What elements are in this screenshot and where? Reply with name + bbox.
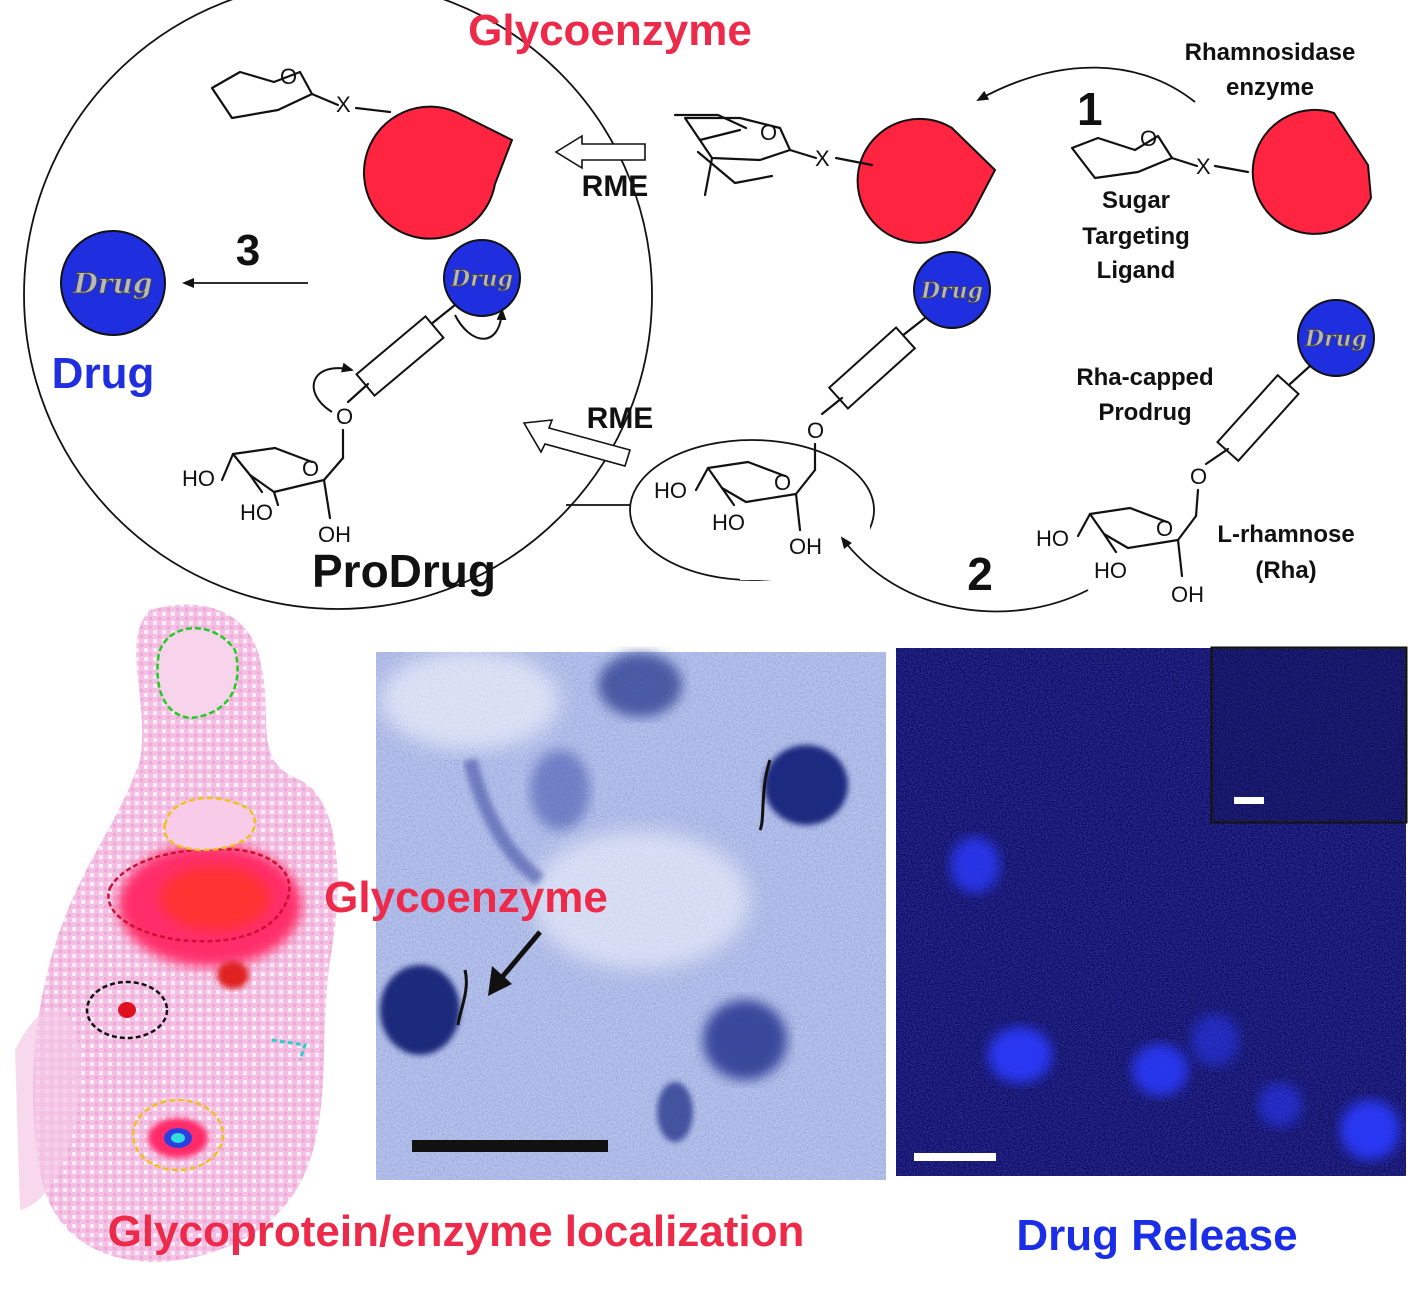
l-rhamnose-label: L-rhamnose — [1217, 521, 1354, 548]
glycoenzyme-title: Glycoenzyme — [468, 6, 752, 55]
svg-text:Drug: Drug — [920, 278, 983, 304]
caption-drug-release: Drug Release — [1016, 1211, 1297, 1260]
rme-arrow-bottom — [522, 419, 632, 467]
sugar-ring-right: O X — [1070, 126, 1250, 180]
svg-text:O: O — [807, 418, 824, 443]
cell-membrane — [23, 0, 653, 610]
sugar-ring-inside: O X — [210, 64, 392, 120]
glycoenzyme-micro-label: Glycoenzyme — [324, 873, 608, 922]
glycoenzyme-pacman-inside — [363, 105, 514, 240]
svg-text:HO: HO — [1094, 558, 1127, 583]
svg-text:X: X — [336, 92, 351, 117]
released-drug-sphere — [60, 230, 166, 336]
rme-arrow-top — [554, 134, 646, 170]
rha-capped-prodrug: Drug O O HO HO OH — [1036, 299, 1375, 607]
rhamnosidase-pacman — [1251, 108, 1373, 235]
svg-text:HO: HO — [712, 510, 745, 535]
microscopy-image — [376, 650, 886, 1180]
sugar-label: Sugar — [1102, 187, 1170, 214]
prodrug-word-label: Prodrug — [1098, 399, 1191, 426]
step-1-arrow — [976, 66, 1196, 103]
rhamnosidase-label: Rhamnosidase — [1185, 39, 1356, 66]
ligand-label: Ligand — [1097, 257, 1176, 284]
svg-text:OH: OH — [318, 522, 351, 547]
svg-text:O: O — [1140, 126, 1157, 151]
svg-text:HO: HO — [654, 478, 687, 503]
svg-text:O: O — [336, 404, 353, 429]
released-drug-text: Drug — [73, 267, 153, 300]
rha-label: (Rha) — [1255, 557, 1316, 584]
svg-text:OH: OH — [1171, 582, 1204, 607]
rhamnosidase-enzyme-label: enzyme — [1226, 74, 1314, 101]
svg-text:X: X — [1196, 154, 1211, 179]
localization-scan-image — [15, 604, 338, 1262]
step-3-number: 3 — [236, 226, 260, 275]
step-2-number: 2 — [967, 548, 993, 600]
svg-text:Drug: Drug — [450, 266, 513, 292]
drug-label: Drug — [52, 349, 155, 398]
svg-text:Drug: Drug — [1304, 326, 1367, 352]
step-1-number: 1 — [1077, 83, 1103, 135]
svg-text:HO: HO — [1036, 526, 1069, 551]
sugar-ring-middle: O X — [673, 113, 874, 197]
prodrug-middle: Drug O O HO HO OH — [654, 251, 991, 559]
rha-capped-label: Rha-capped — [1076, 364, 1213, 391]
svg-text:O: O — [774, 470, 791, 495]
glycoenzyme-pacman-middle — [856, 117, 997, 244]
svg-text:HO: HO — [182, 466, 215, 491]
svg-text:O: O — [302, 456, 319, 481]
svg-text:OH: OH — [789, 534, 822, 559]
prodrug-inside: Drug O O HO HO OH — [182, 239, 521, 547]
svg-text:HO: HO — [240, 500, 273, 525]
targeting-label: Targeting — [1082, 223, 1190, 250]
svg-text:O: O — [280, 64, 297, 89]
step-2-arrow — [840, 536, 1089, 613]
svg-text:O: O — [760, 120, 777, 145]
svg-text:O: O — [1190, 464, 1207, 489]
caption-localization: Glycoprotein/enzyme localization — [108, 1207, 805, 1256]
rme-label-bottom: RME — [587, 402, 654, 435]
svg-text:O: O — [1156, 516, 1173, 541]
rme-label-top: RME — [582, 170, 649, 203]
fluorescence-image — [896, 646, 1408, 1176]
svg-text:X: X — [815, 146, 830, 171]
prodrug-title: ProDrug — [312, 545, 496, 597]
